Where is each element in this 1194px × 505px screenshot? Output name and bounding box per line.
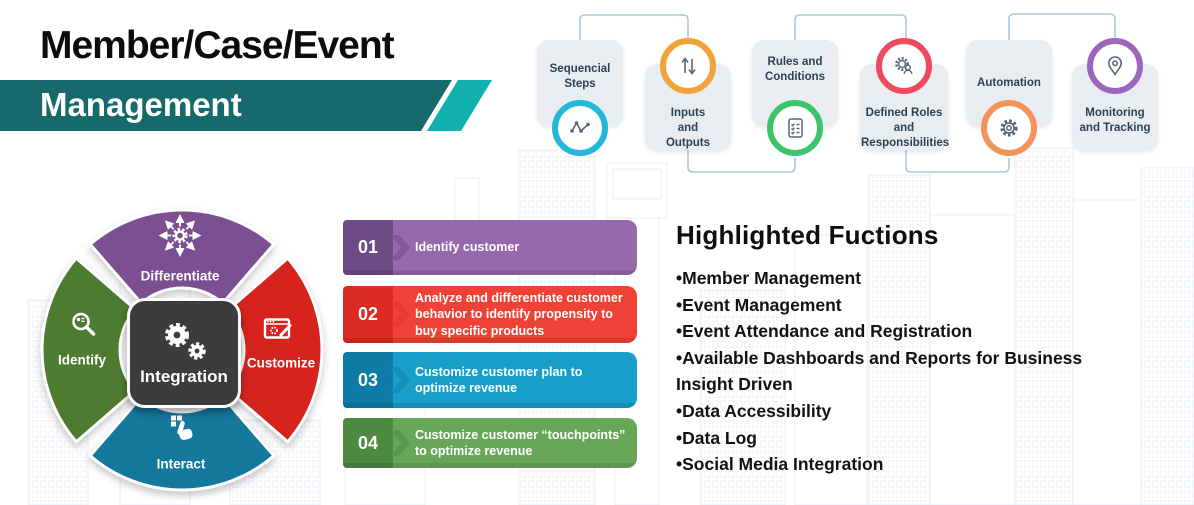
flow-card-label: Automation	[977, 77, 1041, 89]
function-item: •Event Attendance and Registration	[676, 321, 973, 342]
gear-icon	[981, 100, 1037, 156]
step-text: Customize customer “touchpoints” to opti…	[415, 427, 626, 459]
gear-person-icon	[876, 38, 932, 94]
step-bar-3: 03 Customize customer plan to optimize r…	[343, 352, 637, 408]
flow-card-sequencial-steps: Sequencial Steps	[537, 40, 623, 156]
flow-card-label: Rules and Conditions	[764, 56, 826, 83]
step-text: Customize customer plan to optimize reve…	[415, 364, 583, 396]
edit-window-icon	[260, 312, 296, 351]
page-title: Member/Case/Event	[40, 24, 395, 67]
page-subtitle: Management	[40, 86, 242, 123]
highlighted-functions-title: Highlighted Fuctions	[676, 220, 939, 250]
flow-card-label: Defined Roles and Responsibilities	[861, 107, 950, 149]
step-text: Analyze and differentiate customer behav…	[415, 290, 623, 338]
flow-card-label: Sequencial Steps	[549, 63, 611, 90]
flow-card-rules-conditions: Rules and Conditions	[752, 40, 838, 156]
integration-cycle-diagram: Differentiate Identify Customize	[38, 206, 326, 494]
gears-icon	[165, 323, 206, 360]
flow-card-label: Inputs and Outputs	[665, 107, 711, 149]
function-item: •Event Management	[676, 294, 842, 315]
search-icon	[67, 308, 101, 347]
flow-card-automation: Automation	[966, 40, 1052, 156]
title-banner: Management	[0, 80, 492, 131]
radiate-gear-icon	[157, 213, 203, 264]
checklist-icon	[767, 100, 823, 156]
flow-card-defined-roles: Defined Roles and Responsibilities	[860, 38, 950, 150]
segment-label-identify: Identify	[57, 352, 107, 368]
function-item: •Member Management	[676, 268, 862, 288]
segment-label-interact: Interact	[156, 456, 206, 472]
flow-card-inputs-outputs: Inputs and Outputs	[645, 38, 731, 150]
banner-band	[0, 80, 452, 131]
step-bar-2: 02 Analyze and differentiate customer be…	[343, 286, 637, 343]
flow-card-label: Monitoring and Tracking	[1079, 107, 1151, 134]
step-bar-4: 04 Customize customer “touchpoints” to o…	[343, 418, 637, 468]
flow-card-monitoring-tracking: Monitoring and Tracking	[1072, 38, 1158, 150]
tap-hand-icon	[161, 410, 199, 453]
function-item: •Data Accessibility	[676, 400, 832, 421]
line-chart-icon	[552, 100, 608, 156]
step-bar-1: 01 Identify customer	[343, 220, 637, 275]
segment-label-differentiate: Differentiate	[140, 268, 220, 284]
function-item: •Available Dashboards and Reports for Bu…	[676, 347, 1083, 395]
location-pin-icon	[1087, 38, 1143, 94]
highlighted-functions: Highlighted Fuctions •Member Management …	[676, 220, 1142, 478]
step-number: 01	[343, 220, 393, 275]
step-number: 03	[343, 352, 393, 408]
function-item: •Data Log	[676, 427, 757, 448]
step-text: Identify customer	[415, 240, 520, 255]
segment-label-customize: Customize	[246, 355, 316, 371]
function-item: •Social Media Integration	[676, 454, 884, 475]
step-number: 02	[343, 286, 393, 343]
step-number: 04	[343, 418, 393, 468]
center-label: Integration	[140, 367, 228, 386]
arrows-up-down-icon	[660, 38, 716, 94]
integration-center: Integration	[127, 298, 241, 408]
